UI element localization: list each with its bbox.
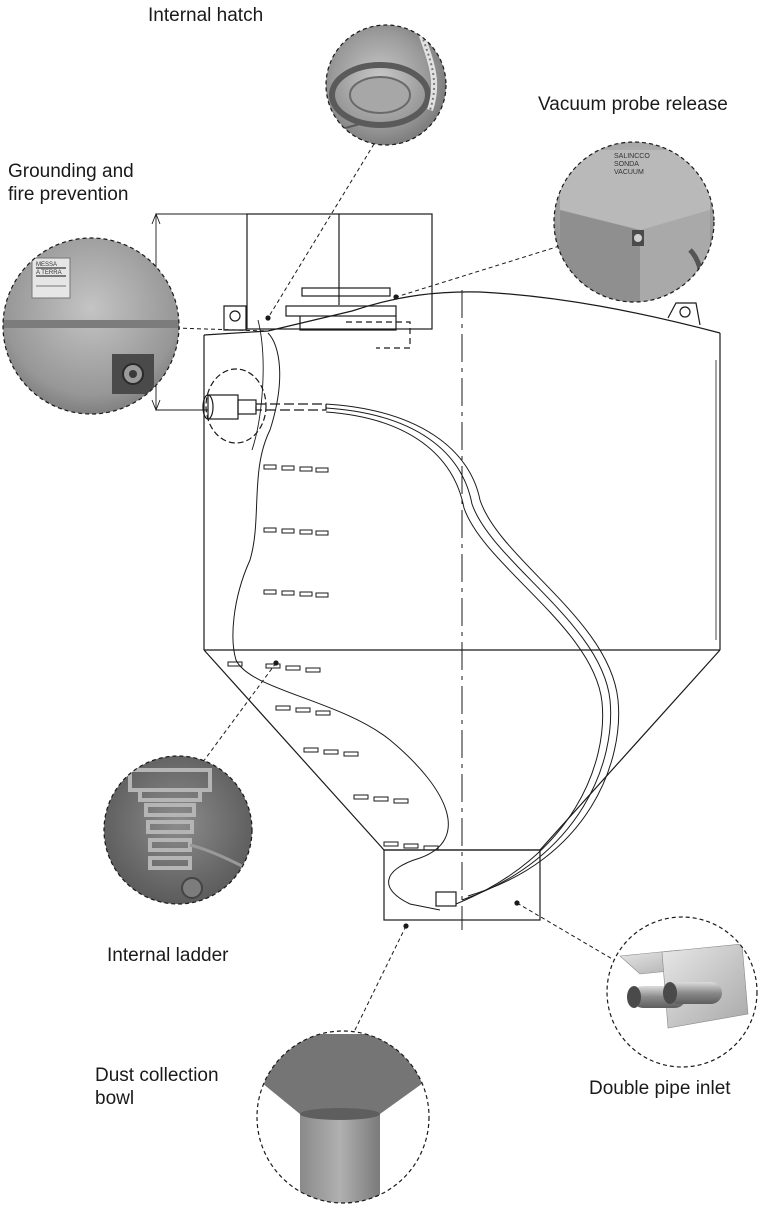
label-internal-hatch: Internal hatch: [148, 5, 264, 26]
leader-lines: [175, 143, 615, 1033]
label-grounding: Grounding and fire prevention: [8, 161, 134, 205]
ladder-rungs: [227, 464, 439, 851]
inset-dust-bowl: [256, 1030, 430, 1204]
label-vacuum-probe-release: Vacuum probe release: [538, 94, 728, 115]
inset-grounding: [2, 237, 180, 415]
inset-double-pipe-inlet: [606, 916, 758, 1068]
label-dust-collection-bowl: Dust collection bowl: [95, 1065, 219, 1109]
callout-dots: [265, 294, 520, 929]
label-double-pipe-inlet: Double pipe inlet: [589, 1078, 731, 1099]
label-internal-ladder: Internal ladder: [107, 945, 229, 966]
silo-outline: [151, 212, 721, 921]
vacuum-hoses: [325, 403, 620, 905]
inset-internal-hatch: [325, 24, 447, 146]
inset-internal-ladder: [103, 755, 253, 905]
internal-ladder-path: [232, 332, 449, 911]
cone-left: [203, 649, 385, 851]
roof-line: [203, 291, 721, 336]
